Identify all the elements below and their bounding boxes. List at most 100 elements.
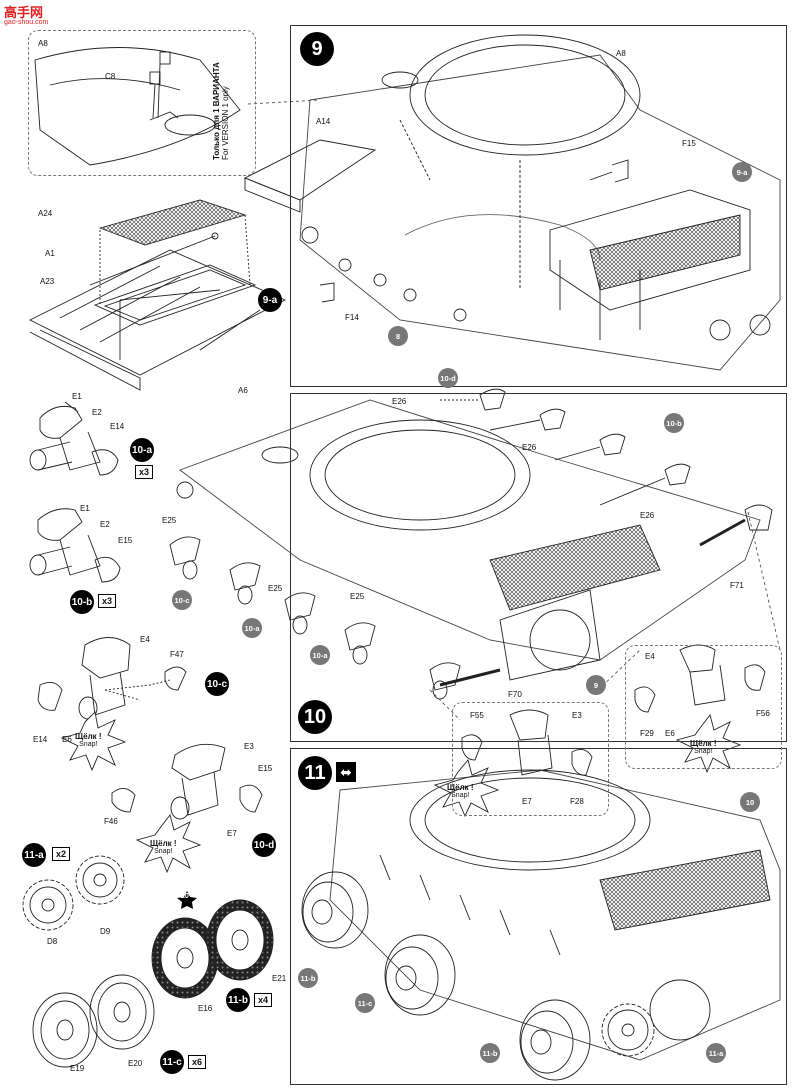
part-label: E3 <box>244 742 254 751</box>
part-label: A23 <box>40 277 55 286</box>
part-label: E14 <box>110 422 125 431</box>
step9-panel <box>290 25 787 387</box>
rotate-view-icon: ⬌ <box>336 762 356 782</box>
wheel-e21 <box>206 899 274 981</box>
snap-ru: Щёлк ! <box>150 839 177 848</box>
badge-10c: 10-c <box>205 672 229 696</box>
snap-note-10c: Щёлк !Snap! <box>75 732 102 749</box>
part-label: E26 <box>640 511 655 520</box>
part-label: E20 <box>128 1059 143 1068</box>
step-number-11: 11 <box>298 756 332 790</box>
part-label: A8 <box>616 49 626 58</box>
badge-10b: 10-b <box>70 590 94 614</box>
callout-9: 9 <box>586 675 606 695</box>
engine-deck-a6 <box>28 249 287 391</box>
part-label: F55 <box>470 711 484 720</box>
part-label: E7 <box>522 797 532 806</box>
callout-11b-2: 11-b <box>480 1043 500 1063</box>
suspension-arm-10c <box>37 637 187 720</box>
part-label: F47 <box>170 650 184 659</box>
watermark-url: gao-shou.com <box>4 19 49 26</box>
part-label: F28 <box>570 797 584 806</box>
frame-a23 <box>93 214 257 360</box>
hull10-arms <box>169 388 773 700</box>
part-label: E19 <box>70 1064 85 1073</box>
version-note-en: For VERSION 1 only <box>221 86 231 160</box>
rod-a1 <box>89 232 219 286</box>
sprocket-11a <box>601 1003 655 1057</box>
part-label: E6 <box>62 735 72 744</box>
callout-lines <box>247 99 781 721</box>
snap-ru: Щёлк ! <box>690 739 717 748</box>
multiplier-10a: x3 <box>135 465 154 479</box>
part-label: E4 <box>140 635 150 644</box>
callout-10a-2: 10-a <box>310 645 330 665</box>
step10-inset-left <box>461 709 593 776</box>
suspension-arm-10b <box>29 508 121 583</box>
part-label: E15 <box>118 536 133 545</box>
part-label: D8 <box>47 937 58 946</box>
part-label: E26 <box>392 397 407 406</box>
part-label: A8 <box>38 39 48 48</box>
callout-11a: 11-a <box>706 1043 726 1063</box>
version1-inset-hull <box>34 47 241 166</box>
mesh-a24 <box>98 199 247 246</box>
step-number-9: 9 <box>300 32 334 66</box>
part-label: F15 <box>682 139 696 148</box>
callout-11c: 11-c <box>355 993 375 1013</box>
badge-11a: 11-a <box>22 843 46 867</box>
step-number-10: 10 <box>298 700 332 734</box>
snap-note-10d: Щёлк !Snap! <box>150 839 177 856</box>
hull-step10 <box>176 399 761 681</box>
f14-part <box>319 282 335 303</box>
part-label: E21 <box>272 974 287 983</box>
road-wheel-11b-1 <box>301 871 369 949</box>
callout-10b: 10-b <box>664 413 684 433</box>
a8-plate <box>399 119 521 290</box>
road-wheel-11c <box>384 934 456 1016</box>
part-label: E1 <box>72 392 82 401</box>
part-label: E4 <box>645 652 655 661</box>
part-label: A1 <box>45 249 55 258</box>
part-label: E3 <box>572 711 582 720</box>
callout-9a: 9-a <box>732 162 752 182</box>
step10-panel <box>290 393 787 742</box>
road-wheels-stubs-9 <box>338 258 771 341</box>
badge-11b: 11-b <box>226 988 250 1012</box>
part-label: E2 <box>92 408 102 417</box>
star-badge-label: 20 <box>181 893 189 900</box>
f15-part <box>589 159 629 183</box>
multiplier-11c: x6 <box>188 1055 207 1069</box>
part-label: D9 <box>100 927 111 936</box>
multiplier-11a: x2 <box>52 847 71 861</box>
c8-parts <box>149 51 171 119</box>
multiplier-10b: x3 <box>98 594 117 608</box>
part-label: E7 <box>227 829 237 838</box>
part-label: E25 <box>268 584 283 593</box>
callout-11b-1: 11-b <box>298 968 318 988</box>
part-label: F56 <box>756 709 770 718</box>
part-label: A6 <box>238 386 248 395</box>
badge-9a: 9-a <box>258 288 282 312</box>
part-label: A14 <box>316 117 331 126</box>
callout-10d: 10-d <box>438 368 458 388</box>
callout-8: 8 <box>388 326 408 346</box>
wheel-e20 <box>89 974 155 1050</box>
snap-ru: Щёлк ! <box>75 732 102 741</box>
part-label: C8 <box>105 72 116 81</box>
part-label: F29 <box>640 729 654 738</box>
sprocket-d9 <box>75 855 125 905</box>
part-label: E16 <box>198 1004 213 1013</box>
hull-step9 <box>299 34 781 371</box>
step11-panel <box>290 748 787 1085</box>
badge-11c: 11-c <box>160 1050 184 1074</box>
version-note-ru: Только для 1 ВАРИАНТА <box>212 62 221 160</box>
version-note: Только для 1 ВАРИАНТА For VERSION 1 only <box>212 62 230 160</box>
step10-inset-right-frame <box>625 645 782 769</box>
callout-10: 10 <box>740 792 760 812</box>
a14-plate <box>243 139 377 213</box>
watermark-logo: 高手网 <box>4 5 44 20</box>
part-label: F71 <box>730 581 744 590</box>
